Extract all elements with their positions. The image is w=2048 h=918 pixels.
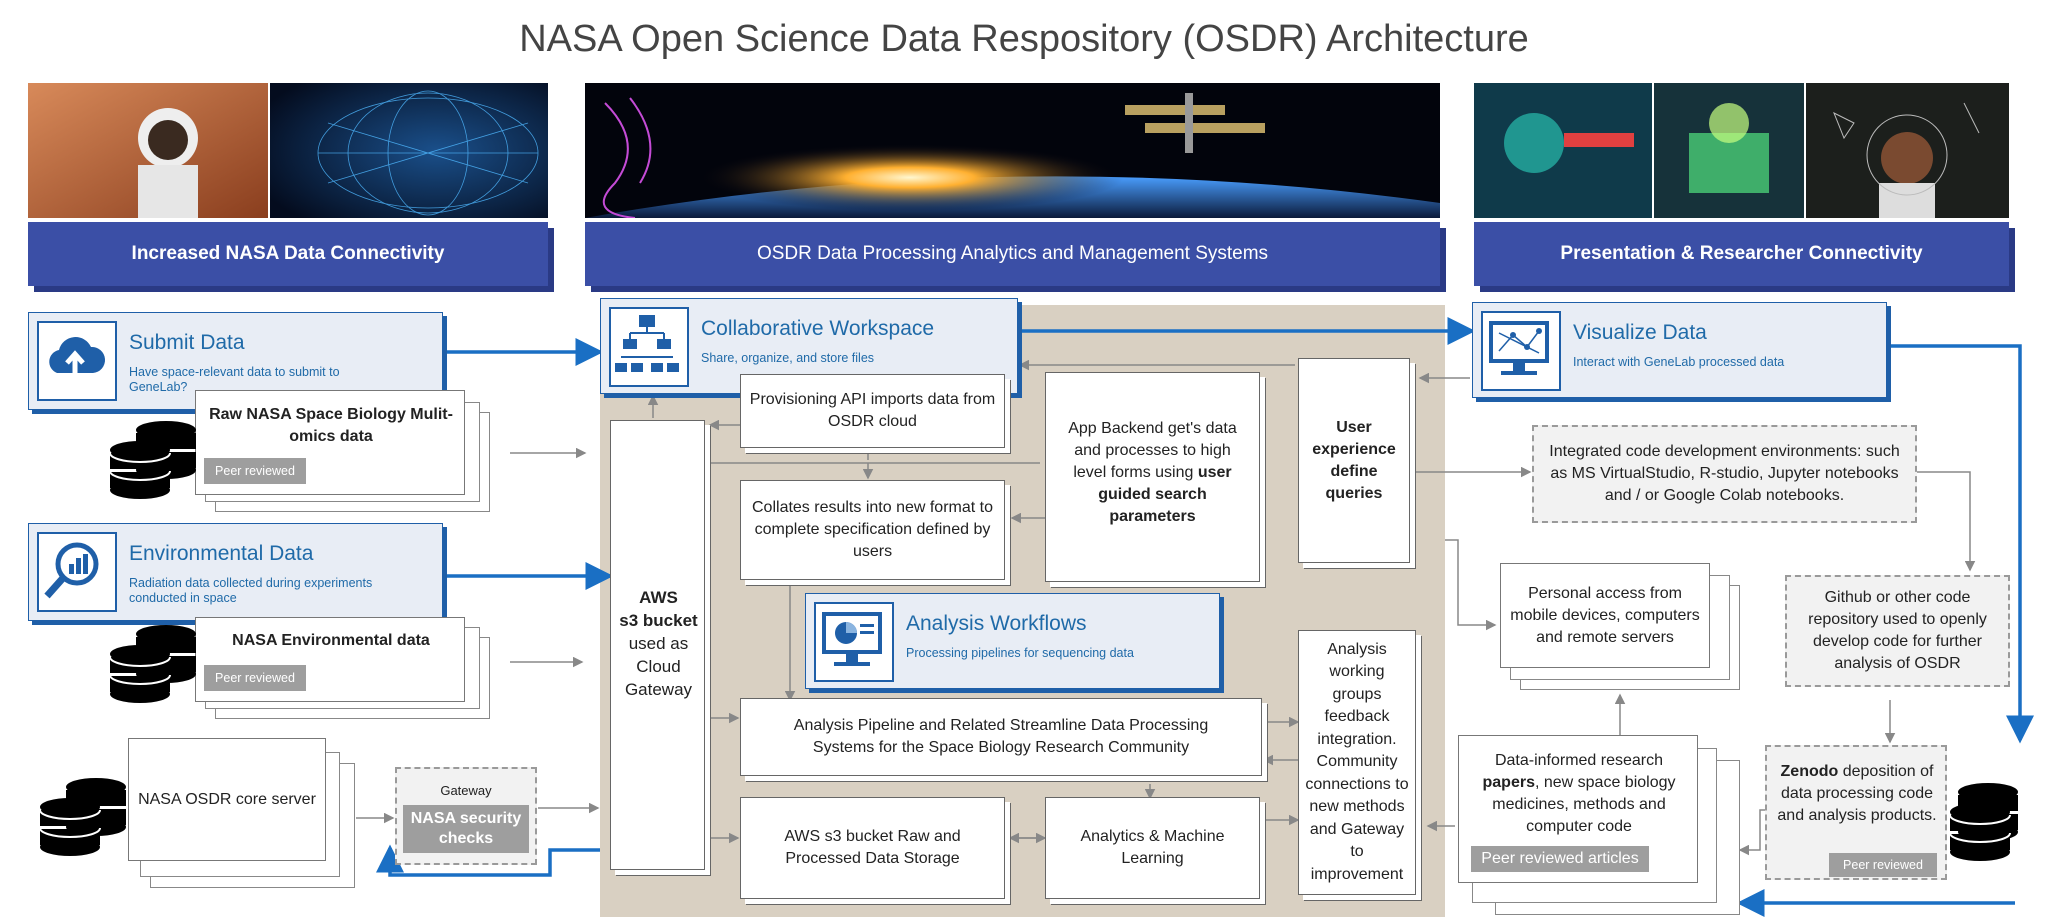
workspace-title: Collaborative Workspace — [701, 317, 935, 340]
center-photo-strip — [585, 83, 1440, 218]
gateway-box: Gateway NASA security checks — [395, 767, 537, 865]
magnifier-chart-icon — [37, 532, 117, 612]
visualize-data-subtitle: Interact with GeneLab processed data — [1573, 355, 1785, 369]
banner-data-connectivity: Increased NASA Data Connectivity — [28, 222, 548, 286]
analysis-pipeline-box: Analysis Pipeline and Related Streamline… — [740, 698, 1262, 776]
zenodo-text: Zenodo deposition of data processing cod… — [1771, 761, 1943, 827]
research-text-part1: Data-informed research — [1494, 752, 1664, 769]
feedback-integration-box: Analysis working groups feedback integra… — [1298, 630, 1416, 895]
page-title: NASA Open Science Data Respository (OSDR… — [519, 18, 1529, 60]
personal-access-box: Personal access from mobile devices, com… — [1500, 563, 1710, 668]
environmental-data-title: Environmental Data — [129, 542, 314, 565]
right-photo-strip — [1474, 83, 2009, 218]
s3-storage-box: AWS s3 bucket Raw and Processed Data Sto… — [740, 797, 1005, 899]
org-chart-icon — [609, 307, 689, 387]
analysis-workflows-subtitle: Processing pipelines for sequencing data — [906, 646, 1134, 660]
github-box: Github or other code repository used to … — [1785, 575, 2010, 687]
science-education-image — [1474, 83, 2009, 218]
environmental-doc-label: NASA Environmental data — [232, 632, 430, 649]
cloud-upload-icon — [37, 321, 117, 401]
database-icon — [1949, 783, 2018, 861]
analysis-workflows-title: Analysis Workflows — [906, 612, 1087, 635]
ide-box: Integrated code development environments… — [1532, 425, 1917, 523]
zenodo-bold-text: Zenodo — [1780, 763, 1839, 780]
earth-station-image — [585, 83, 1440, 218]
app-backend-box: App Backend get's data and processes to … — [1045, 372, 1260, 582]
peer-reviewed-badge: Peer reviewed — [1829, 853, 1937, 877]
banner-osdr-systems: OSDR Data Processing Analytics and Manag… — [585, 222, 1440, 286]
research-papers-text: Data-informed research papers, new space… — [1467, 750, 1691, 838]
cloud-label: Cloud — [636, 657, 681, 676]
security-checks-badge: NASA security checks — [403, 805, 529, 853]
submit-data-title: Submit Data — [129, 331, 245, 354]
aws-label: AWS — [639, 588, 678, 607]
submit-data-subtitle: Have space-relevant data to submit to Ge… — [129, 365, 340, 394]
peer-reviewed-badge: Peer reviewed — [204, 665, 306, 691]
research-papers-box: Data-informed research papers, new space… — [1458, 735, 1698, 883]
zenodo-box: Zenodo deposition of data processing cod… — [1765, 745, 1947, 880]
peer-reviewed-badge: Peer reviewed — [204, 458, 306, 484]
peer-reviewed-articles-badge: Peer reviewed articles — [1471, 846, 1649, 872]
papers-bold-text: papers — [1482, 774, 1535, 791]
gateway-label: Gateway — [440, 783, 492, 798]
environmental-doc: NASA Environmental data Peer reviewed — [195, 617, 465, 702]
left-photo-strip — [28, 83, 548, 218]
database-icon — [109, 421, 196, 499]
raw-multiomics-doc: Raw NASA Space Biology Mulit-omics data … — [195, 390, 465, 495]
zenodo-rest-text: deposition of data processing code and a… — [1777, 763, 1937, 824]
visualize-data-title: Visualize Data — [1573, 321, 1707, 344]
s3-bucket-label: s3 bucket — [619, 611, 698, 630]
analysis-workflows-card[interactable]: Analysis Workflows Processing pipelines … — [805, 593, 1220, 689]
environmental-data-subtitle: Radiation data collected during experime… — [129, 576, 373, 605]
app-backend-text: App Backend get's data and processes to … — [1068, 420, 1237, 481]
collates-results-box: Collates results into new format to comp… — [740, 480, 1005, 580]
environmental-data-card[interactable]: Environmental Data Radiation data collec… — [28, 523, 443, 621]
workspace-subtitle: Share, organize, and store files — [701, 351, 875, 365]
database-icon — [109, 625, 196, 703]
monitor-chart-icon — [814, 602, 894, 682]
research-text-part2: , new space biology medicines, methods a… — [1492, 774, 1676, 835]
visualize-data-card[interactable]: Visualize Data Interact with GeneLab pro… — [1472, 302, 1887, 398]
aws-cloud-gateway: AWS s3 bucket used as Cloud Gateway — [610, 420, 705, 870]
search-params-text: user guided search parameters — [1098, 464, 1232, 525]
core-server-box: NASA OSDR core server — [128, 738, 326, 861]
analytics-ml-box: Analytics & Machine Learning — [1045, 797, 1260, 899]
monitor-network-icon — [1481, 311, 1561, 391]
banner-researcher-connectivity: Presentation & Researcher Connectivity — [1474, 222, 2009, 286]
used-as-label: used as — [628, 634, 689, 653]
provisioning-api-box: Provisioning API imports data from OSDR … — [740, 374, 1005, 448]
raw-multiomics-label: Raw NASA Space Biology Mulit-omics data — [209, 406, 453, 445]
user-experience-box: User experience define queries — [1298, 358, 1410, 563]
database-icon — [39, 778, 126, 856]
gateway-word-label: Gateway — [624, 680, 693, 699]
astronaut-network-image — [28, 83, 548, 218]
